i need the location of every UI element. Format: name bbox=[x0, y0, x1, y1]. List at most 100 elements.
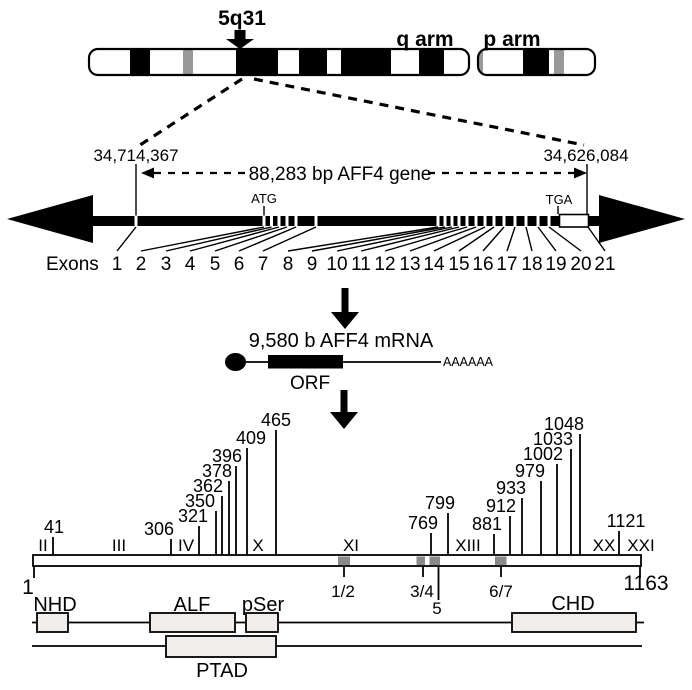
exon-connector-line bbox=[189, 226, 280, 252]
exon-number: 4 bbox=[185, 254, 196, 275]
exon-connector-line bbox=[360, 226, 460, 252]
chromosome-band bbox=[523, 49, 549, 75]
q-arm-bands bbox=[130, 49, 444, 75]
p-arm-bands bbox=[478, 49, 564, 75]
protein-end-label: 1163 bbox=[623, 572, 668, 595]
junction-block bbox=[495, 556, 507, 565]
down-arrow-icon-2 bbox=[330, 390, 358, 429]
stop-codon-label: TGA bbox=[546, 192, 573, 207]
gene-size-label: 88,283 bp AFF4 gene bbox=[249, 164, 432, 185]
protein-ruler bbox=[32, 554, 642, 567]
exon-gap-tick bbox=[294, 215, 298, 227]
chromosome-band bbox=[341, 49, 391, 75]
exon-number: 13 bbox=[399, 254, 420, 275]
exon-connector-line bbox=[548, 226, 582, 252]
exon-connector-line bbox=[262, 226, 317, 252]
exon-number: 9 bbox=[307, 254, 318, 275]
exon-number: 16 bbox=[472, 254, 493, 275]
region-label: XIII bbox=[455, 536, 481, 555]
exon-gap-tick bbox=[502, 215, 506, 227]
orf-box bbox=[268, 355, 343, 369]
exon-connector-line bbox=[140, 226, 265, 252]
exon-number: 3 bbox=[161, 254, 172, 275]
phospho-site-label: 881 bbox=[472, 514, 502, 534]
chromosome-band bbox=[130, 49, 150, 75]
phospho-site-label: 321 bbox=[178, 506, 208, 526]
exon-connector-line bbox=[116, 226, 137, 252]
start-codon-label: ATG bbox=[251, 191, 277, 206]
exon-number: 14 bbox=[423, 254, 445, 275]
p-arm-label: p arm bbox=[483, 28, 540, 51]
exon-number: 7 bbox=[258, 254, 269, 275]
exon-connector-line bbox=[409, 226, 477, 252]
exon-number: 1 bbox=[112, 254, 123, 275]
zoom-guide-right bbox=[253, 77, 585, 147]
chromosome-band bbox=[554, 49, 564, 75]
gene-bar bbox=[93, 216, 599, 226]
phospho-site-label: 306 bbox=[144, 519, 174, 539]
exon-gap-tick bbox=[270, 215, 273, 227]
region-label: X bbox=[252, 536, 263, 555]
exon-connector-line bbox=[165, 226, 272, 252]
gene-size-arrowhead-right bbox=[574, 167, 587, 179]
zoom-guide-left bbox=[139, 77, 243, 147]
orf-label: ORF bbox=[290, 373, 330, 394]
exon-number: 5 bbox=[210, 254, 221, 275]
region-label: XXI bbox=[627, 536, 654, 555]
exon-number: 12 bbox=[374, 254, 395, 275]
domain-box bbox=[36, 612, 69, 633]
region-label: XI bbox=[343, 536, 359, 555]
gene-start-coordinate: 34,714,367 bbox=[93, 146, 178, 165]
region-label: III bbox=[112, 536, 126, 555]
domain-label: ALF bbox=[174, 594, 211, 616]
exon-connector-line bbox=[214, 226, 288, 252]
mrna-label: 9,580 b AFF4 mRNA bbox=[249, 330, 434, 352]
domain-label: pSer bbox=[242, 594, 285, 616]
domain-label: NHD bbox=[33, 594, 76, 616]
gene-size-arrowhead-left bbox=[141, 167, 154, 179]
exon-connector-line bbox=[482, 226, 505, 252]
exon-number: 8 bbox=[283, 254, 294, 275]
phospho-site-label: 41 bbox=[44, 517, 64, 537]
region-label: XX bbox=[593, 536, 616, 555]
chromosome-band bbox=[419, 49, 444, 75]
exon-number: 18 bbox=[521, 254, 542, 275]
q-arm-outline bbox=[87, 47, 471, 77]
exon-gap-tick bbox=[492, 215, 496, 227]
exon-connector-line bbox=[336, 226, 453, 252]
gene-end-coordinate: 34,626,084 bbox=[543, 146, 628, 165]
exon-connector-line bbox=[433, 226, 486, 252]
exon-connector-line bbox=[287, 226, 439, 252]
exon-number: 15 bbox=[448, 254, 469, 275]
exon-junction-blocks bbox=[338, 556, 507, 565]
exon-connector-line bbox=[458, 226, 495, 252]
exon-gap-tick bbox=[536, 215, 540, 227]
chromosome-band bbox=[478, 49, 483, 75]
gene-left-arrowhead bbox=[7, 195, 93, 243]
phospho-site-label: 350 bbox=[185, 491, 215, 511]
junction-block bbox=[429, 556, 440, 565]
exon-number: 2 bbox=[136, 254, 147, 275]
phospho-site-label: 979 bbox=[515, 461, 545, 481]
exon-gap-tick bbox=[314, 215, 318, 227]
junction-label: 5 bbox=[432, 599, 441, 618]
exon-number: 17 bbox=[496, 254, 517, 275]
p-arm-outline bbox=[476, 47, 597, 77]
exon-gap-tick bbox=[436, 215, 440, 227]
phospho-site-label: 1048 bbox=[544, 414, 584, 434]
exon-gap-tick bbox=[465, 215, 469, 227]
phospho-site-label: 933 bbox=[496, 478, 526, 498]
exon-number: 11 bbox=[351, 254, 371, 275]
domain-label: CHD bbox=[551, 593, 594, 615]
phospho-site-label: 1121 bbox=[607, 511, 646, 531]
exon-number: 19 bbox=[545, 254, 566, 275]
exon-gap-tick bbox=[450, 215, 454, 227]
phospho-site-label: 409 bbox=[236, 428, 266, 448]
junction-label: 3/4 bbox=[410, 582, 434, 601]
exon-number: 10 bbox=[326, 254, 347, 275]
exon-connector-line bbox=[525, 226, 533, 252]
